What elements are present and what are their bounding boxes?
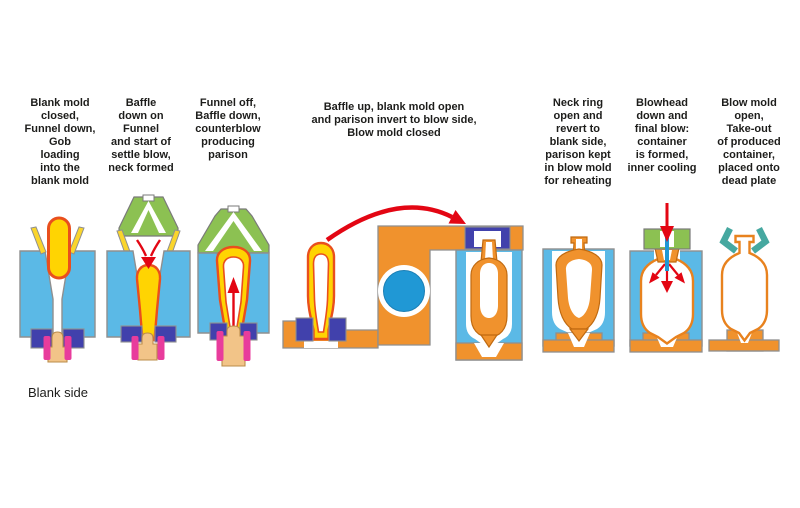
stage-6-final-blow: [629, 203, 703, 353]
guide-pins-icon: [216, 331, 224, 361]
guide-pins-icon: [157, 336, 165, 360]
blank-side-label: Blank side: [28, 385, 88, 400]
parison-icon: [565, 259, 593, 318]
baffle-icon: [213, 221, 254, 251]
neck-ring-icon: [328, 317, 347, 342]
container-icon: [720, 234, 769, 343]
baffle-icon: [142, 194, 155, 202]
stage-2-settle-blow: [106, 194, 191, 361]
stage-3-counterblow: [197, 205, 270, 367]
blank-mold-icon: [106, 250, 142, 338]
blow-mold-icon: [474, 343, 504, 357]
pivot-icon: [383, 270, 425, 312]
air-arrow-icon: [668, 263, 679, 276]
guide-pins-icon: [131, 336, 139, 360]
takeout-tongs-icon: [719, 227, 738, 254]
baffle-icon: [138, 210, 159, 233]
parison-icon: [568, 328, 590, 342]
blank-mold-icon: [155, 250, 191, 338]
air-arrow-icon: [674, 272, 685, 284]
funnel-icon: [68, 226, 85, 255]
plunger-icon: [137, 332, 158, 361]
stage-2-label: Baffle down on Funnel and start of settl…: [108, 97, 174, 174]
stage-4-label: Baffle up, blank mold open and parison i…: [311, 101, 477, 139]
stage-5-label: Neck ring open and revert to blank side,…: [544, 97, 612, 187]
transfer-arrow-icon: [448, 210, 466, 224]
funnel-icon: [30, 226, 47, 255]
invert-arm-icon: [304, 341, 338, 348]
guide-pins-icon: [43, 336, 51, 360]
stage-6-label: Blowhead down and final blow: container …: [627, 97, 697, 174]
baffle-icon: [227, 205, 240, 213]
stage-1-label: Blank mold closed, Funnel down, Gob load…: [24, 97, 96, 187]
plunger-icon: [221, 325, 246, 367]
container-icon: [639, 247, 695, 345]
takeout-tongs-icon: [751, 227, 770, 254]
stage-5-reheat: [542, 236, 615, 353]
gob-icon: [47, 216, 71, 280]
stage-1-gob-loading: [19, 216, 96, 363]
air-arrow-icon: [649, 272, 660, 284]
stage-7-label: Blow mold open, Take-out of produced con…: [717, 97, 781, 187]
stage-7-takeout: [708, 227, 780, 352]
air-arrow-icon: [227, 277, 240, 293]
air-arrow-icon: [149, 239, 161, 257]
air-arrow-icon: [655, 263, 666, 276]
invert-arm-icon: [377, 225, 524, 346]
transfer-arrow-icon: [325, 205, 454, 242]
air-arrow-icon: [136, 239, 148, 257]
guide-pins-icon: [64, 336, 72, 360]
parison-icon: [480, 263, 498, 318]
parison-icon: [576, 239, 582, 250]
air-arrow-icon: [141, 257, 156, 269]
blowhead-icon: [665, 229, 669, 271]
parison-icon: [312, 253, 330, 333]
air-arrow-icon: [660, 226, 674, 242]
air-arrow-icon: [661, 281, 673, 293]
parison-icon: [479, 334, 499, 349]
stage-3-label: Funnel off, Baffle down, counterblow pro…: [195, 97, 261, 161]
stage-4-invert: [282, 205, 524, 361]
guide-pins-icon: [243, 331, 251, 361]
neck-ring-icon: [295, 317, 314, 342]
parison-icon: [485, 242, 493, 260]
